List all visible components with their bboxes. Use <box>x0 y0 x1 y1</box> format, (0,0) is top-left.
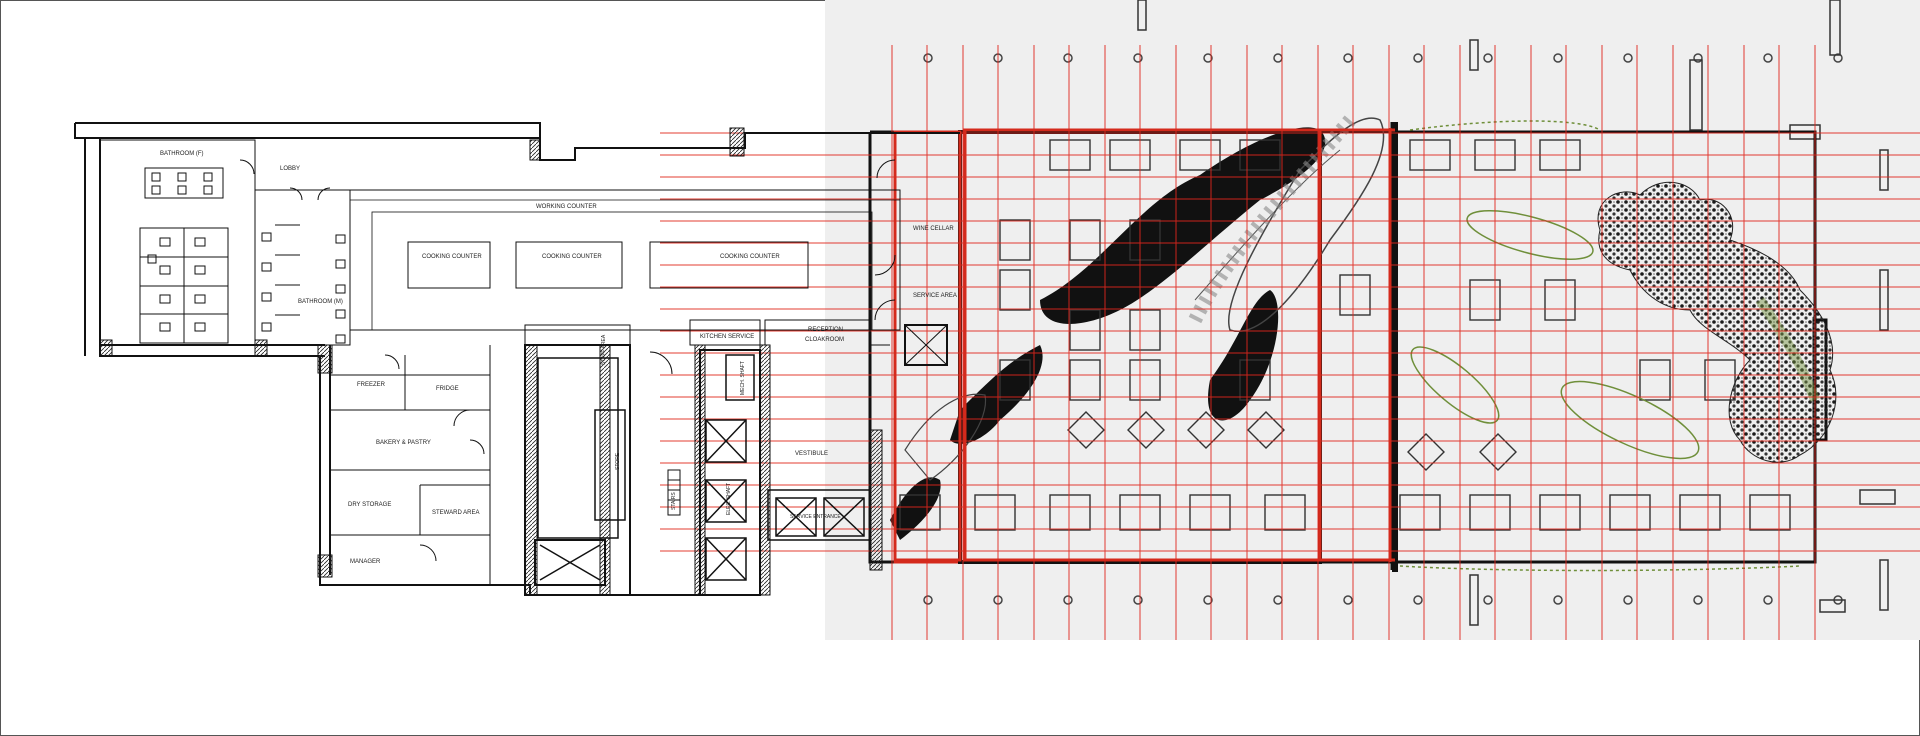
label-cooking-counter-3: COOKING COUNTER <box>720 254 780 260</box>
cooking-counter-3 <box>649 241 809 289</box>
label-fridge: FRIDGE <box>436 386 459 392</box>
label-service-entrance: SERVICE ENTRANCE <box>790 514 841 520</box>
label-lobby: LOBBY <box>280 166 300 172</box>
label-cooking-counter-1: COOKING COUNTER <box>422 254 482 260</box>
label-working-counter: WORKING COUNTER <box>536 204 597 210</box>
lift-shafts <box>699 349 761 596</box>
label-bathroom-f: BATHROOM (F) <box>160 151 204 157</box>
label-wine-cellar: WINE CELLAR <box>913 226 954 232</box>
label-kitchen-service: KITCHEN SERVICE <box>700 334 754 340</box>
label-dry-storage: DRY STORAGE <box>348 502 391 508</box>
reference-plan-photo <box>660 0 1920 640</box>
label-store: STORE <box>615 452 621 470</box>
label-freezer: FREEZER <box>357 382 386 388</box>
label-steward-area: STEWARD AREA <box>432 510 479 516</box>
label-vestibule: VESTIBULE <box>795 451 828 457</box>
dining-tables-hall-1 <box>899 139 1371 531</box>
working-counter-frame <box>371 211 873 331</box>
label-bakery-pastry: BAKERY & PASTRY <box>376 440 431 446</box>
label-stairs: STAIRS <box>671 492 677 510</box>
back-of-house-partitions <box>330 345 491 585</box>
column-grid-dots <box>923 53 1843 605</box>
label-staff-area: STAFF AREA <box>601 334 607 365</box>
label-mech-shaft: MECH. SHAFT <box>740 361 746 395</box>
label-elec-shaft: ELEC. SHAFT <box>726 483 732 515</box>
toilets-m <box>239 159 346 344</box>
toilet-stalls <box>139 227 229 344</box>
entrance-vestibule <box>767 489 871 541</box>
vanity-basins <box>144 167 224 199</box>
tree-canopy <box>1597 181 1837 463</box>
service-core <box>524 344 631 596</box>
label-reception: RECEPTION <box>808 327 843 333</box>
label-manager: MANAGER <box>350 559 381 565</box>
label-bathroom-m: BATHROOM (M) <box>298 299 343 305</box>
label-cloakroom: CLOAKROOM <box>805 337 844 343</box>
label-service-area: SERVICE AREA <box>913 293 957 299</box>
label-cooking-counter-2: COOKING COUNTER <box>542 254 602 260</box>
cooking-counter-1 <box>407 241 491 289</box>
cooking-counter-2 <box>515 241 623 289</box>
cad-floor-plan: BATHROOM (F) LOBBY BATHROOM (M) <box>74 122 960 596</box>
